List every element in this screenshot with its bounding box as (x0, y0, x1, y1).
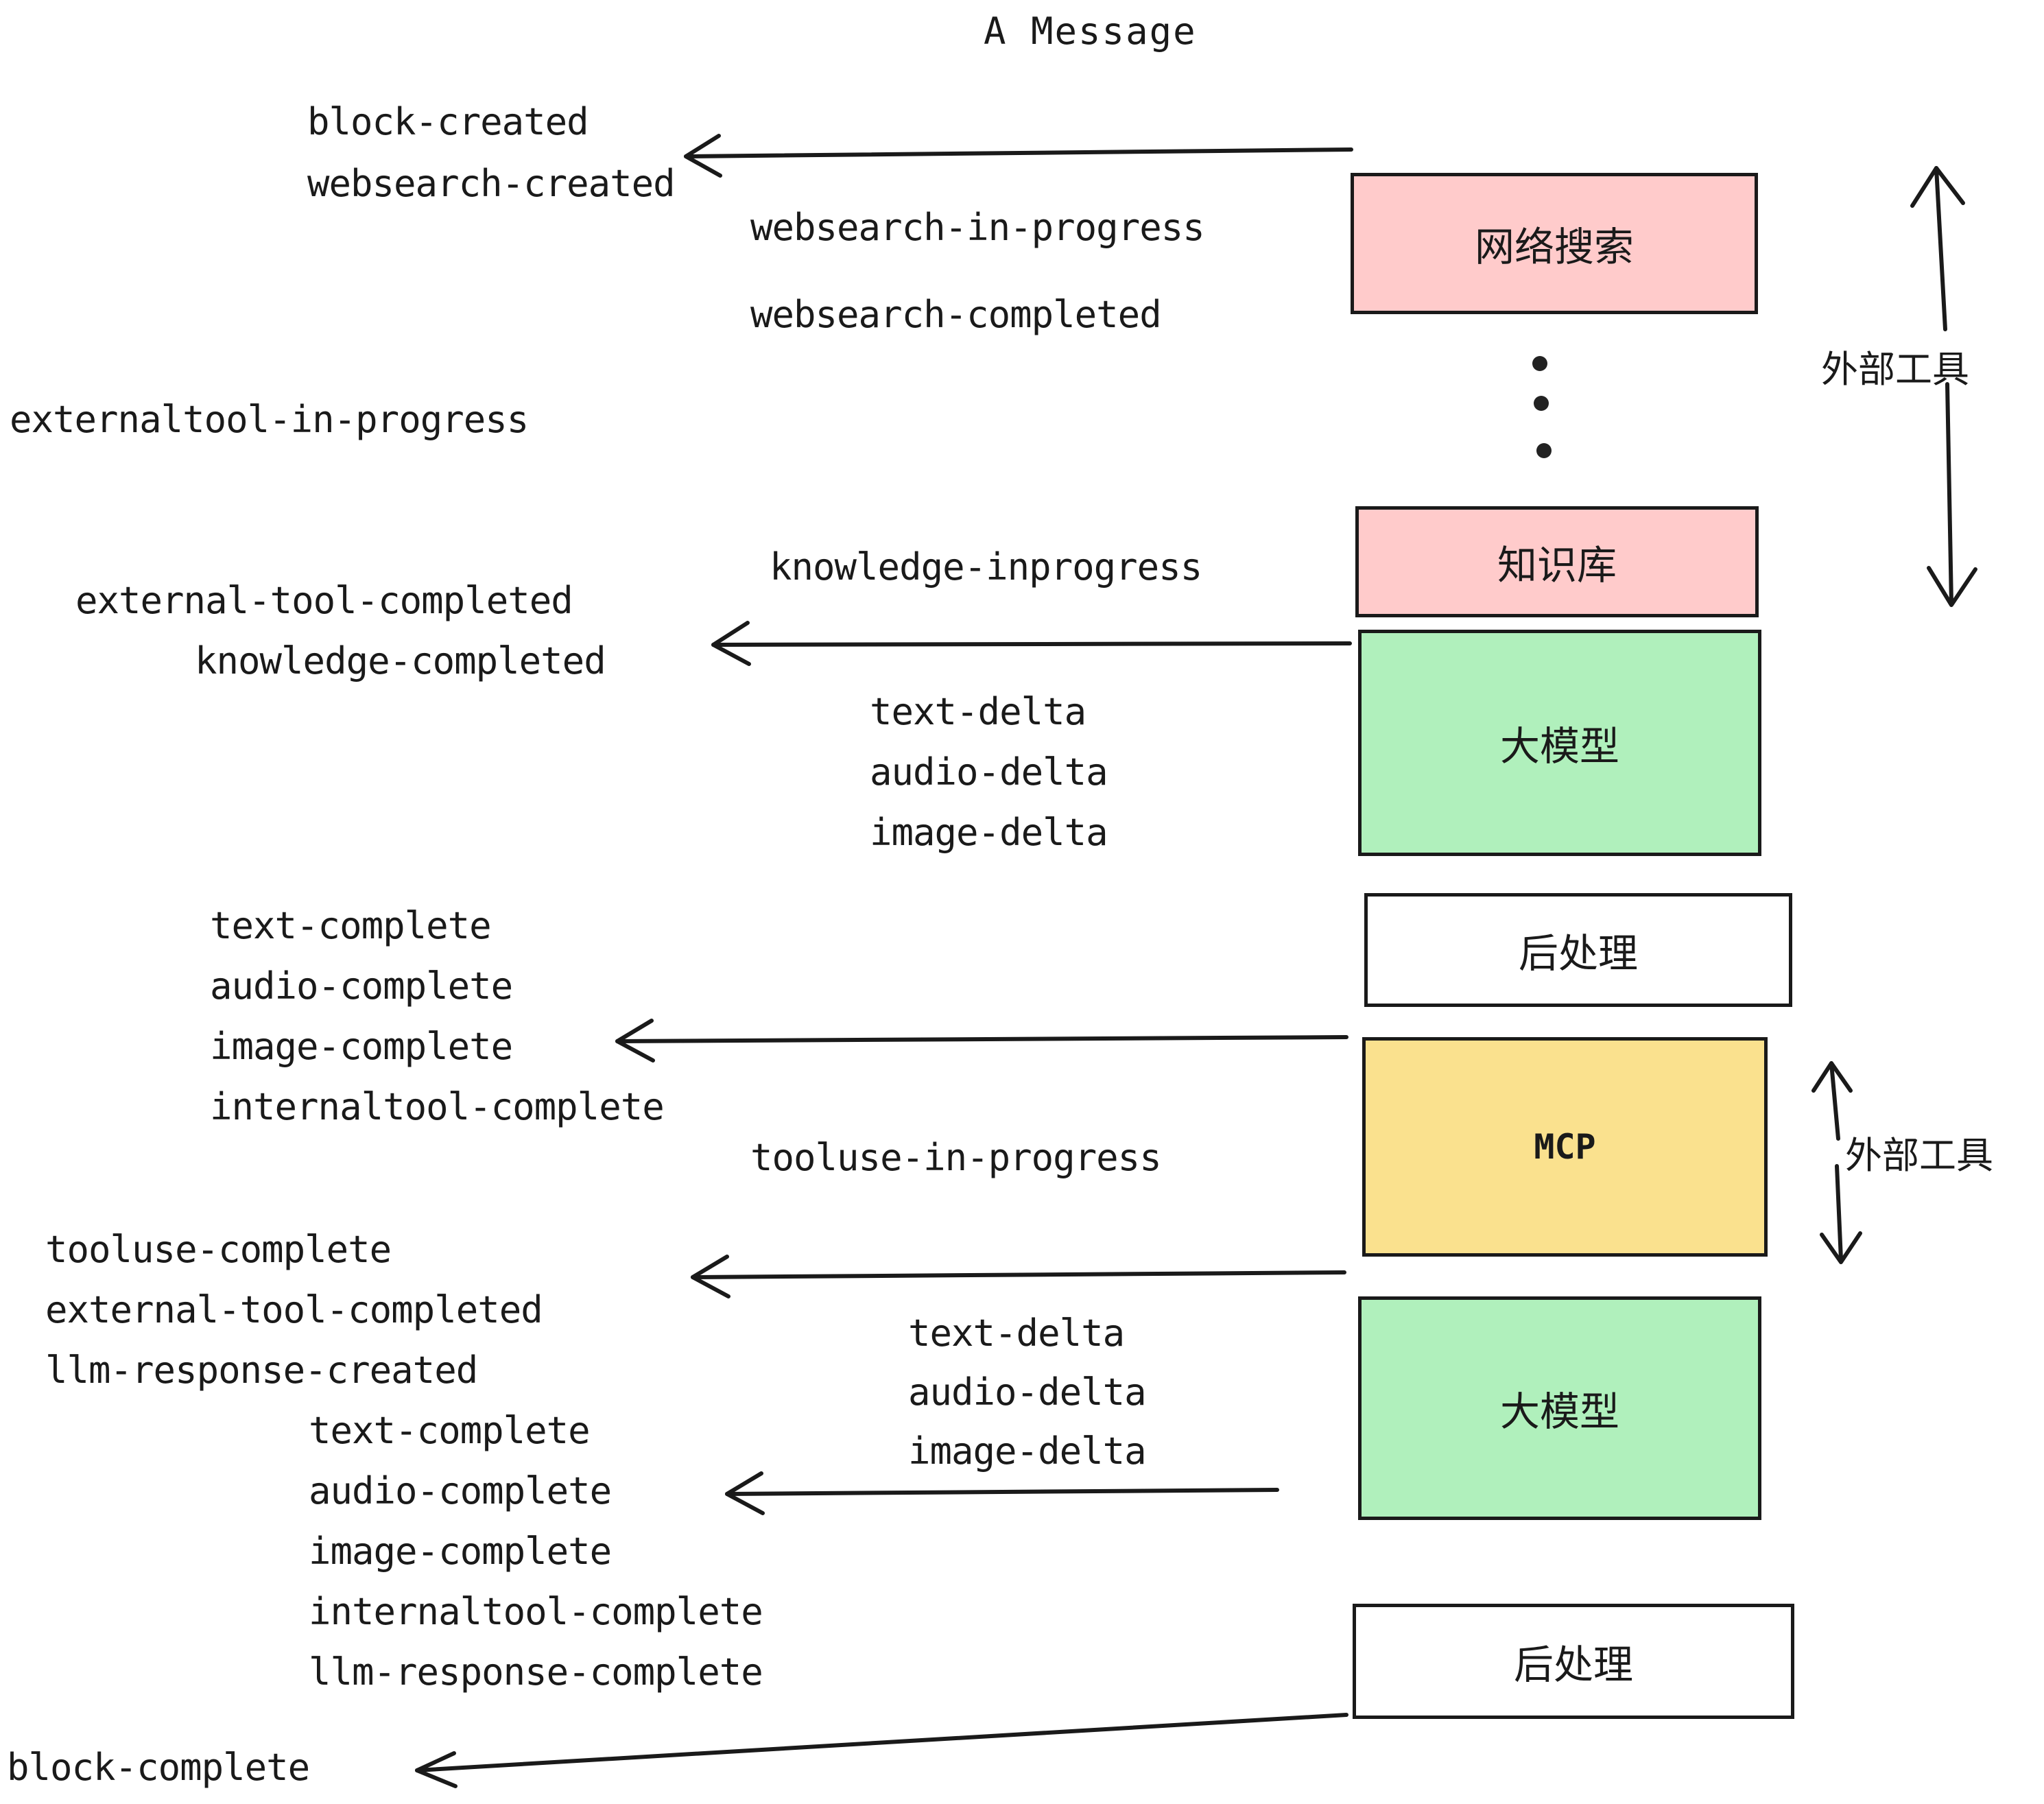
arrow-mcp-to-tooluse-complete (691, 1255, 1346, 1298)
node-label: 知识库 (1497, 542, 1617, 589)
arrow-websearch-to-block-created (684, 134, 1353, 178)
event-block-complete: block-complete (7, 1746, 310, 1789)
event-internaltool-complete-1: internaltool-complete (210, 1085, 665, 1128)
node-label: 后处理 (1518, 930, 1638, 977)
arrow-postprocess-to-image-complete (615, 1019, 1348, 1063)
ellipsis-dot-1 (1532, 356, 1547, 371)
node-llm-2[interactable]: 大模型 (1358, 1296, 1761, 1520)
event-text-complete-2: text-complete (309, 1409, 591, 1452)
event-image-complete-2: image-complete (309, 1530, 612, 1573)
page-title: A Message (984, 10, 1197, 53)
event-text-delta-2: text-delta (908, 1312, 1125, 1355)
node-llm-1[interactable]: 大模型 (1358, 630, 1761, 856)
event-image-complete-1: image-complete (210, 1025, 513, 1068)
node-websearch[interactable]: 网络搜索 (1351, 173, 1758, 314)
event-audio-delta-1: audio-delta (870, 750, 1108, 794)
event-external-tool-completed-2: external-tool-completed (45, 1288, 543, 1331)
event-externaltool-in-progress: externaltool-in-progress (10, 398, 529, 441)
event-audio-complete-2: audio-complete (309, 1469, 612, 1512)
ellipsis-dot-2 (1534, 396, 1549, 411)
event-websearch-completed: websearch-completed (750, 293, 1162, 336)
node-label: 后处理 (1513, 1641, 1633, 1688)
node-label: 大模型 (1499, 723, 1619, 770)
event-llm-response-complete: llm-response-complete (309, 1650, 763, 1694)
event-tooluse-complete: tooluse-complete (45, 1228, 392, 1271)
node-label: MCP (1534, 1127, 1596, 1167)
node-postprocess-2[interactable]: 后处理 (1353, 1604, 1794, 1719)
event-websearch-created: websearch-created (307, 162, 676, 205)
event-text-delta-1: text-delta (870, 690, 1086, 733)
arrow-postprocess-to-block-complete (415, 1713, 1348, 1788)
node-mcp[interactable]: MCP (1362, 1037, 1768, 1257)
event-audio-delta-2: audio-delta (908, 1370, 1147, 1414)
node-label: 大模型 (1499, 1388, 1619, 1435)
node-postprocess-1[interactable]: 后处理 (1364, 893, 1792, 1007)
event-websearch-in-progress: websearch-in-progress (750, 206, 1205, 249)
event-llm-response-created: llm-response-created (45, 1349, 478, 1392)
arrow-llm-to-audio-complete (725, 1471, 1279, 1515)
event-knowledge-completed: knowledge-completed (195, 639, 606, 683)
event-tooluse-in-progress: tooluse-in-progress (750, 1136, 1162, 1179)
event-image-delta-2: image-delta (908, 1429, 1147, 1473)
event-external-tool-completed-1: external-tool-completed (75, 579, 573, 622)
node-knowledge-base[interactable]: 知识库 (1355, 506, 1759, 617)
event-internaltool-complete-2: internaltool-complete (309, 1590, 763, 1633)
arrow-knowledge-to-completed (711, 621, 1352, 666)
group-label-external-tools-top: 外部工具 (1821, 348, 1969, 391)
event-text-complete-1: text-complete (210, 904, 492, 947)
node-label: 网络搜索 (1474, 224, 1634, 270)
event-knowledge-inprogress: knowledge-inprogress (770, 545, 1202, 589)
event-block-created: block-created (307, 100, 589, 143)
event-image-delta-1: image-delta (870, 811, 1108, 854)
group-label-external-tools-bottom: 外部工具 (1845, 1134, 1993, 1177)
event-audio-complete-1: audio-complete (210, 964, 513, 1008)
ellipsis-dot-3 (1536, 443, 1552, 458)
